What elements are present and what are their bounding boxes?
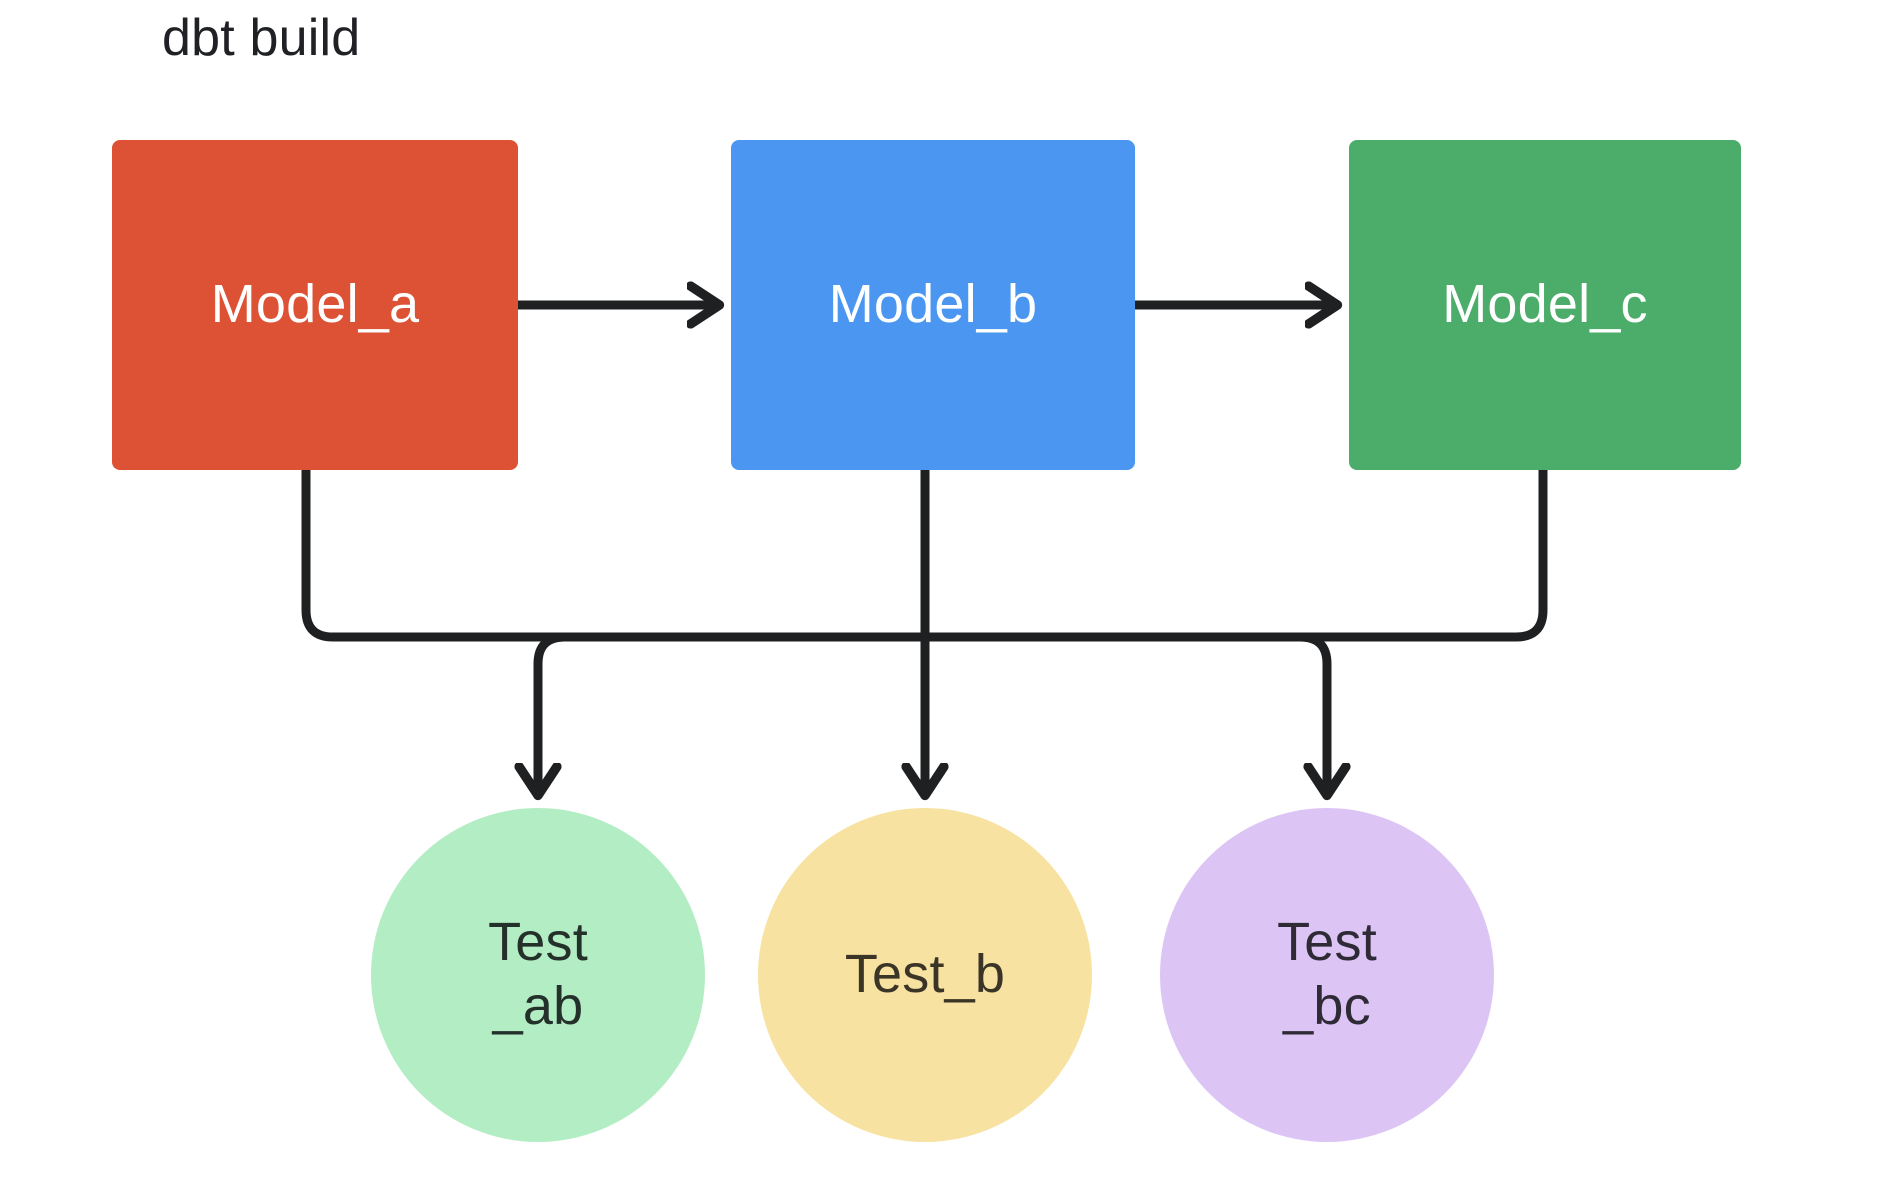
node-test-bc-label: Test _bc <box>1277 912 1377 1036</box>
edge-bus-to-test-bc <box>1299 632 1327 790</box>
node-test-b[interactable]: Test_b <box>758 808 1092 1142</box>
node-test-bc[interactable]: Test _bc <box>1160 808 1494 1142</box>
node-model-b-label: Model_b <box>828 274 1038 335</box>
node-model-a[interactable]: Model_a <box>112 140 518 470</box>
diagram-title: dbt build <box>162 9 361 67</box>
node-test-ab-label: Test _ab <box>488 912 588 1036</box>
node-test-b-label: Test_b <box>844 944 1006 1005</box>
node-model-c-label: Model_c <box>1442 274 1648 335</box>
edge-model-a-to-bus <box>301 470 925 642</box>
edge-model-c-to-bus <box>925 470 1548 642</box>
node-test-ab[interactable]: Test _ab <box>371 808 705 1142</box>
node-model-a-label: Model_a <box>210 274 420 335</box>
edge-bus-to-test-ab <box>538 632 566 790</box>
node-model-b[interactable]: Model_b <box>731 140 1135 470</box>
node-model-c[interactable]: Model_c <box>1349 140 1741 470</box>
